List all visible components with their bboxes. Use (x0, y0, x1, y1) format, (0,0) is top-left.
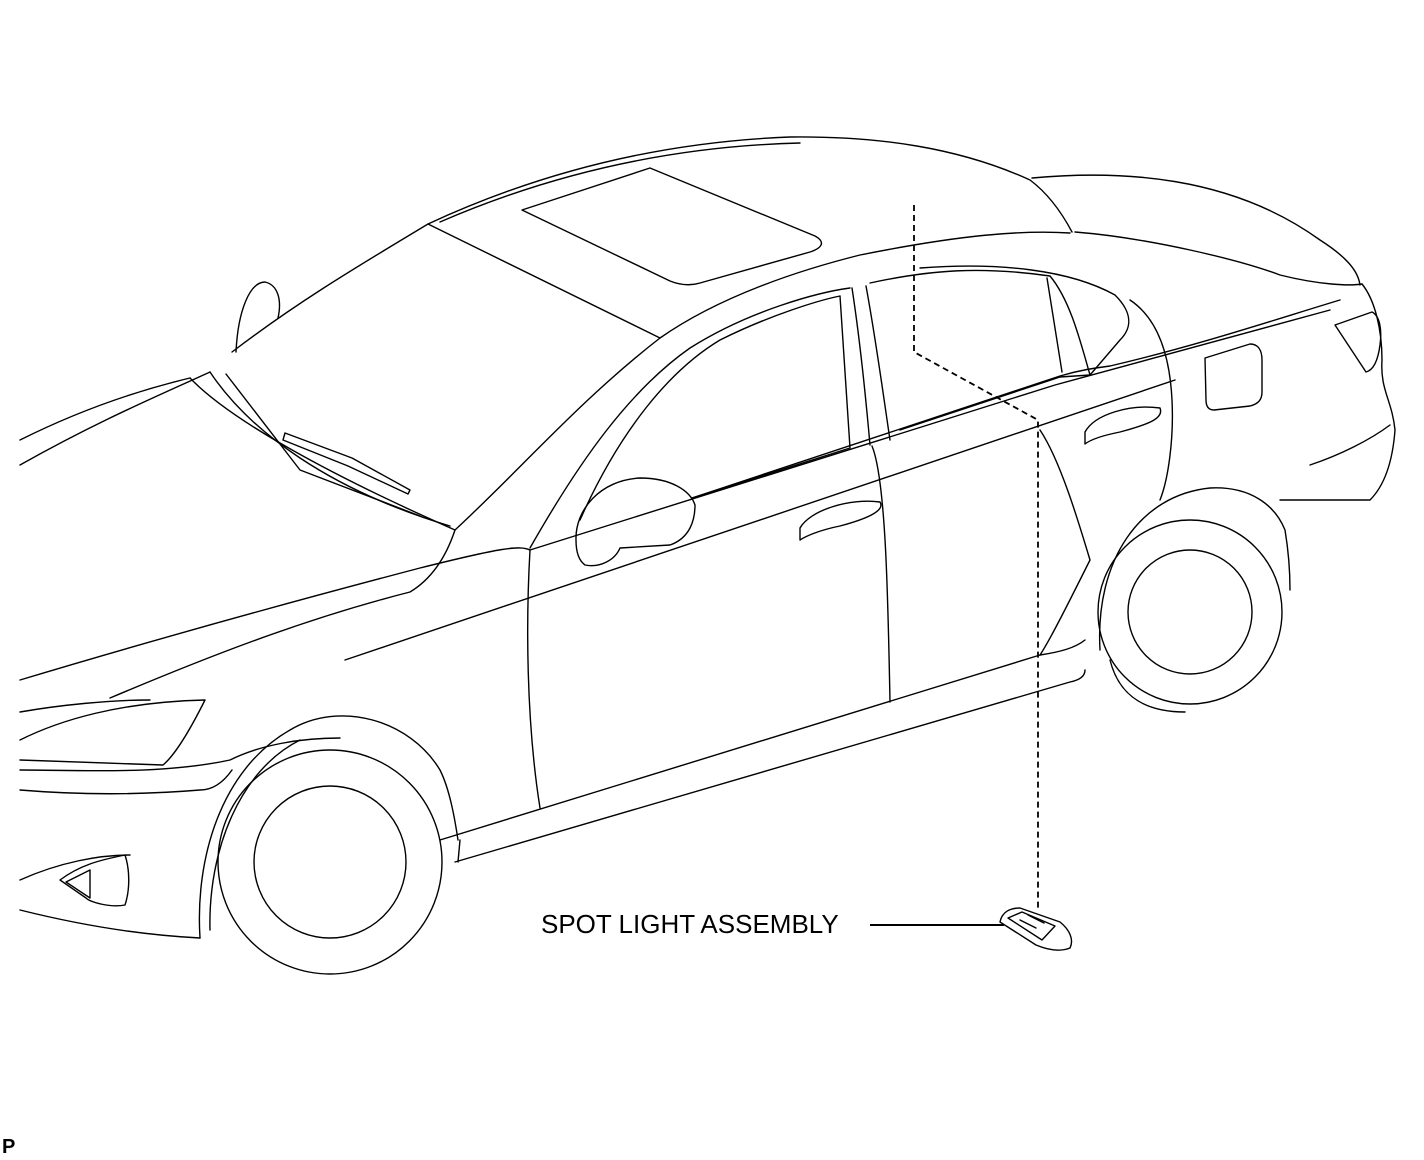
fog-light (59, 854, 130, 907)
windshield-bottom (189, 377, 456, 531)
spot-light-assembly-label: SPOT LIGHT ASSEMBLY (541, 909, 839, 939)
fog-light-inner (65, 869, 91, 899)
fuel-door (1204, 343, 1263, 411)
front-handle (799, 500, 882, 541)
spot-light-detail (1019, 914, 1045, 929)
front-wheel-arch-2 (209, 739, 301, 931)
windshield-top (231, 223, 661, 353)
hood-line (19, 371, 211, 466)
hood-crease (109, 529, 456, 699)
front-door (526, 549, 541, 809)
taillight (1334, 311, 1382, 373)
rear-window (869, 269, 1091, 431)
roof-line (427, 136, 1073, 233)
bumper-lower (19, 909, 201, 939)
front-fender (19, 737, 341, 772)
sill (457, 839, 461, 863)
spot-light-lens (1007, 911, 1056, 941)
rear-door (1039, 429, 1091, 656)
rear-bumper-line (1309, 424, 1391, 466)
trunk-edge (1074, 231, 1363, 286)
roof-line-inner (439, 142, 801, 223)
leader-lines (870, 205, 1039, 926)
c-pillar (1046, 277, 1063, 373)
front-lip (19, 854, 131, 881)
spot-light-housing (999, 907, 1073, 951)
b-pillar-2 (865, 285, 891, 441)
front-tire (217, 749, 443, 975)
windshield-frame (209, 371, 451, 527)
beltline-lower (529, 309, 1331, 551)
beltline (691, 299, 1341, 499)
trunk-lid (1031, 174, 1361, 286)
hood-edge (19, 377, 191, 441)
character-line (344, 379, 1176, 661)
shoulder-line (19, 547, 531, 681)
headlight (19, 699, 206, 766)
mirror-stalk (235, 281, 281, 353)
car-body-outline (19, 136, 1396, 975)
door-split (871, 445, 891, 703)
front-bumper (19, 769, 233, 795)
wiper (282, 432, 411, 495)
side-mirror (575, 477, 696, 567)
a-pillar (454, 231, 1071, 531)
rear-tire (1097, 519, 1283, 705)
rocker-panel (439, 639, 1086, 841)
rear-wheel (1127, 549, 1253, 675)
spot-light-assembly (999, 907, 1073, 951)
rear-window-frame (919, 265, 1130, 376)
sunroof (521, 167, 823, 286)
rear-handle (1084, 406, 1162, 445)
rear-wheel-arch (1098, 487, 1291, 651)
rear-wheel-arch-2 (1109, 659, 1186, 713)
rocker-panel-bottom (454, 669, 1086, 863)
dashed-leader (913, 205, 1039, 910)
a-pillar-inner (529, 287, 851, 549)
rear-quarter (1129, 299, 1174, 501)
front-wheel-arch (198, 715, 459, 939)
rear-bumper (1279, 283, 1396, 501)
b-pillar (851, 287, 871, 446)
front-wheel (253, 785, 407, 939)
corner-code: P (2, 1136, 16, 1158)
front-window (579, 295, 851, 521)
wiper-arm (225, 373, 421, 517)
headlight-inner (19, 699, 151, 713)
